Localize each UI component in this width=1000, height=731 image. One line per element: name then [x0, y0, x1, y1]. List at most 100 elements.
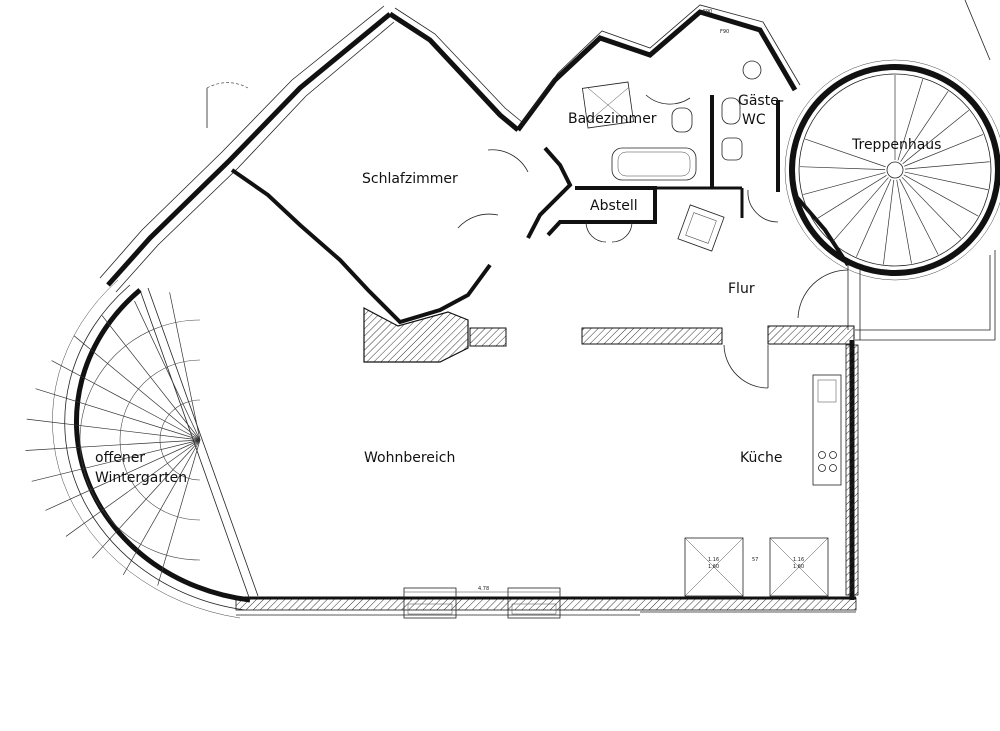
flur-mat: [677, 204, 725, 252]
hob-4: [829, 464, 837, 472]
washbasin-wc: [721, 137, 743, 161]
door-arc-stairwell: [797, 269, 849, 319]
annot-dim-57: 57: [752, 557, 758, 563]
door-arc-schlafzimmer: [457, 213, 499, 229]
wall-flur-east: [793, 193, 850, 267]
fixtures: [403, 60, 842, 619]
door-arc-kueche: [723, 344, 769, 389]
stair-step-line: [896, 179, 912, 264]
wintergarten-step-arc: [159, 399, 201, 481]
kwa-d2: [684, 537, 744, 597]
wintergarten-step-line: [51, 360, 201, 441]
wintergarten-step-line: [25, 439, 201, 451]
stairwell-inner: [798, 73, 992, 267]
stairwell-wall: [789, 64, 1000, 276]
stairwell-outer: [784, 59, 1000, 281]
stair-step-line: [856, 178, 892, 257]
wintergarten-step-line: [101, 315, 201, 441]
outer-walls: [99, 0, 996, 616]
wintergarten-chord-b: [147, 287, 259, 597]
label-flur: Flur: [728, 281, 755, 297]
window-niche-b: [507, 587, 561, 619]
wintergarten-step-line: [169, 292, 201, 441]
annotations: F90 F90 4.78 1.16 1.60 1.16 1.60 57: [478, 9, 804, 592]
kitchen-window-b: [769, 537, 829, 597]
wintergarten-steps: [25, 292, 201, 586]
toilet-wc: [721, 97, 741, 125]
stair-exit-outline: [855, 255, 991, 331]
wintergarten-step-line: [35, 388, 201, 441]
stair-step-line: [832, 177, 889, 242]
flur-mat-inner: [685, 212, 717, 244]
wintergarten-step-line: [45, 439, 201, 511]
hob-2: [829, 451, 837, 459]
wintergarten-outer-wall: [73, 288, 251, 603]
wintergarten: [25, 279, 259, 619]
annot-f90-a: F90: [703, 9, 712, 15]
label-offener: offener: [95, 450, 145, 466]
stairwell-core: [886, 161, 904, 179]
annot-dim-160a: 1.60: [708, 564, 719, 570]
annot-dim-116a: 1.16: [708, 557, 719, 563]
stair-step-line: [814, 175, 887, 221]
wintergarten-step-line: [26, 418, 201, 441]
stair-step-line: [800, 166, 886, 171]
wintergarten-step-line: [157, 439, 201, 586]
wintergarten-step-line: [134, 300, 201, 441]
door-arc-bath: [487, 149, 529, 173]
kitchen-sink: [817, 379, 837, 403]
label-schlafzimmer: Schlafzimmer: [362, 171, 458, 187]
stairwell: [784, 59, 1000, 281]
shower-tray: [581, 81, 635, 129]
bathtub-inner: [617, 151, 691, 177]
wall-stub-a: [469, 327, 507, 347]
door-arc-flur: [747, 189, 779, 223]
wall-north-outer: [394, 7, 523, 123]
wall-flur-south-b: [767, 325, 855, 345]
door-arc-abstell-a: [585, 221, 607, 243]
label-wohnbereich: Wohnbereich: [364, 450, 455, 466]
window-niche-b-sill: [511, 603, 557, 615]
annot-dim-160b: 1.60: [793, 564, 804, 570]
stairwell-steps: [800, 75, 990, 265]
window-niche-a-sill: [407, 603, 453, 615]
stair-step-line: [900, 91, 949, 162]
shower-diag-b: [587, 87, 629, 123]
kitchen-window-a: [684, 537, 744, 597]
wall-northwest: [106, 12, 392, 287]
wall-east-hatch: [845, 344, 859, 596]
stair-step-line: [883, 179, 895, 265]
wall-north-bath: [515, 9, 798, 132]
wc-fixture-round: [742, 60, 762, 80]
door-arc-wc: [645, 94, 691, 105]
stair-step-line: [901, 176, 962, 239]
door-arc-balcony: [206, 82, 249, 89]
label-wintergarten: Wintergarten: [95, 470, 187, 486]
stair-right-line: [964, 0, 991, 61]
wall-northwest-inner: [115, 21, 395, 293]
wall-north-bath-outer: [521, 4, 801, 124]
stair-step-line: [805, 138, 886, 168]
label-kueche: Küche: [740, 450, 783, 466]
wintergarten-step-arc: [79, 319, 201, 561]
label-wc: WC: [742, 112, 766, 128]
annot-dim-116b: 1.16: [793, 557, 804, 563]
wintergarten-step-arc: [119, 359, 201, 521]
wintergarten-step-line: [31, 439, 201, 482]
wintergarten-step-line: [122, 439, 201, 575]
stair-step-line: [803, 172, 886, 195]
wall-schlafzimmer-south: [230, 168, 492, 325]
label-abstell: Abstell: [590, 198, 638, 214]
stair-step-line: [904, 161, 990, 170]
room-labels: Schlafzimmer Badezimmer Gäste- WC Treppe…: [95, 93, 941, 486]
interior-walls: [230, 95, 855, 363]
wall-abstell: [546, 186, 657, 237]
annot-dim-478: 4.78: [478, 586, 489, 592]
annot-f90-b: F90: [720, 29, 729, 35]
label-badezimmer: Badezimmer: [568, 111, 657, 127]
stair-step-line: [903, 174, 979, 217]
kitchen-counter: [812, 374, 842, 486]
stair-step-line: [899, 178, 939, 255]
